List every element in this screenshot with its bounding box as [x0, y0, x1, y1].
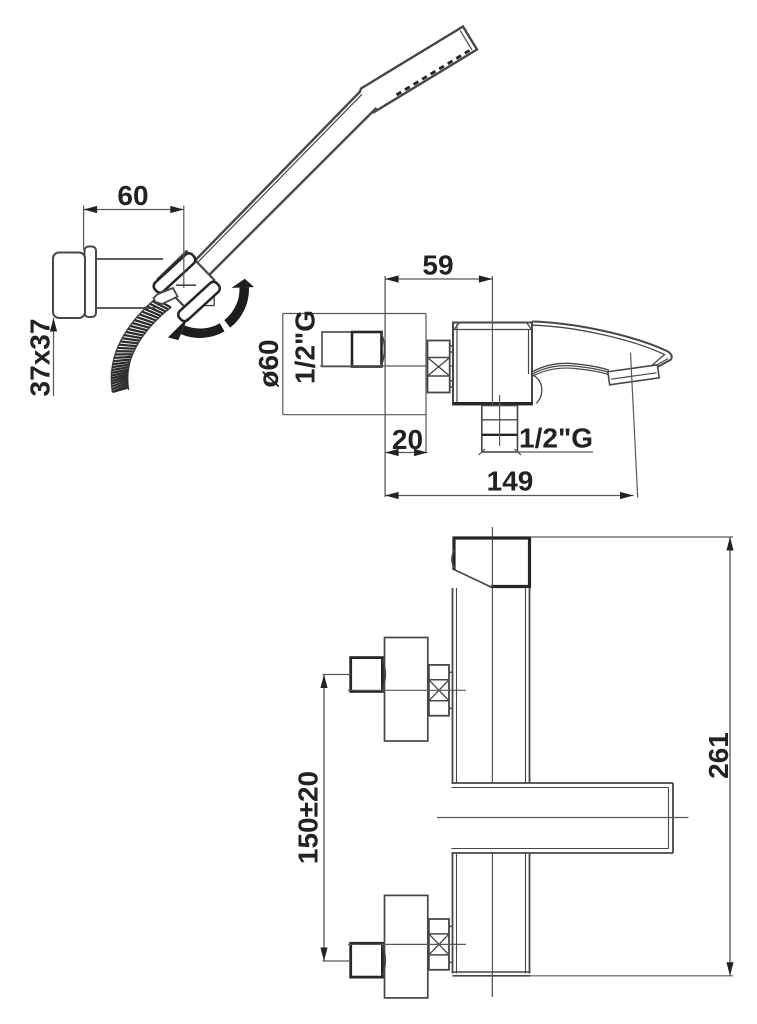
svg-text:ø60: ø60 [253, 339, 284, 387]
svg-text:261: 261 [703, 732, 734, 779]
svg-text:59: 59 [422, 250, 453, 281]
svg-text:37x37: 37x37 [25, 319, 56, 397]
svg-text:20: 20 [392, 424, 423, 455]
svg-text:1/2"G: 1/2"G [519, 423, 593, 454]
svg-text:150±20: 150±20 [293, 771, 324, 864]
svg-text:1/2"G: 1/2"G [290, 310, 321, 384]
svg-text:149: 149 [487, 466, 534, 497]
svg-text:60: 60 [117, 180, 148, 211]
